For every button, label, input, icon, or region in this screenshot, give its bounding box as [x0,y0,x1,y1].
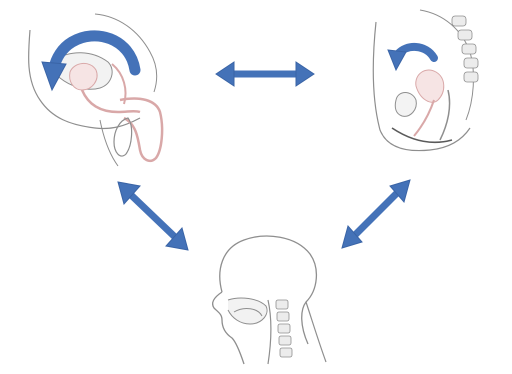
neck-back [306,302,326,362]
head-outline [220,236,317,344]
female-rectum [440,90,450,140]
head-neck-illustration [213,236,326,364]
female-uterus [416,70,444,102]
female-vertebrae [452,16,478,82]
female-vagina [414,100,434,136]
female-rotation-arrow [388,47,434,70]
arrow-male-head [118,182,188,250]
male-bladder [70,63,97,90]
male-rectum [112,64,126,104]
oral-cavity [228,298,267,324]
arrow-female-head [342,180,410,248]
female-bladder [395,93,416,117]
male-penis [120,99,162,161]
arrow-male-female [216,62,314,86]
cervical-vertebrae [276,300,292,357]
female-pelvis-illustration [373,10,478,151]
male-urethra [82,90,140,112]
pharynx [268,300,271,364]
